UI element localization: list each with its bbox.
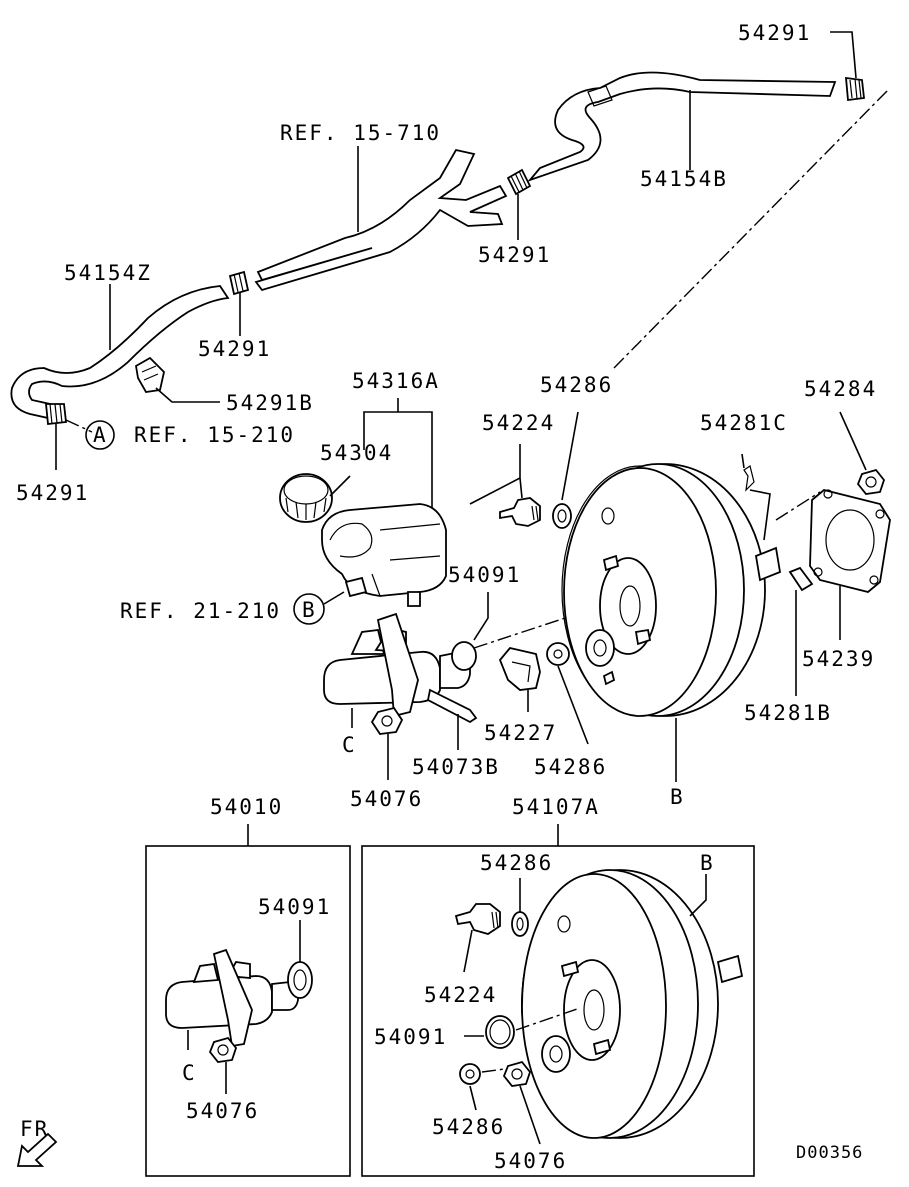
label-letter-b: B [670, 785, 685, 809]
front-arrow-icon [16, 1132, 58, 1167]
label-box2-54286-top: 54286 [480, 851, 553, 875]
hose-54154B [527, 71, 837, 182]
label-54304: 54304 [320, 441, 393, 465]
label-54291-bottomleft: 54291 [16, 481, 89, 505]
box-54107A [361, 845, 755, 1177]
label-box1-54091: 54091 [258, 895, 331, 919]
clamp-54291-mid [506, 168, 532, 196]
clip-54291B [135, 356, 165, 393]
label-ref-21-210: REF. 21-210 [120, 599, 281, 623]
label-box2-54076: 54076 [494, 1149, 567, 1173]
clamp-54291-bottomleft [45, 403, 67, 425]
label-54316A: 54316A [352, 369, 440, 393]
label-box2-letter-b: B [700, 851, 715, 875]
label-54286-top: 54286 [540, 373, 613, 397]
clamp-54291-left [228, 270, 250, 296]
label-54154B: 54154B [640, 167, 728, 191]
nut-54284 [856, 468, 886, 495]
label-54281C: 54281C [700, 411, 788, 435]
label-54224: 54224 [482, 411, 555, 435]
label-54281B: 54281B [744, 701, 832, 725]
label-54154Z: 54154Z [64, 261, 152, 285]
callout-b [293, 593, 325, 625]
label-54239: 54239 [802, 647, 875, 671]
label-54291-left: 54291 [198, 337, 271, 361]
diagram-code: D00356 [796, 1143, 863, 1163]
master-cylinder-upper [323, 612, 477, 718]
callout-a-letter: A [93, 423, 108, 447]
grommet-54286-box2-bottom [459, 1063, 481, 1085]
label-box2-54091: 54091 [374, 1025, 447, 1049]
label-54091: 54091 [448, 563, 521, 587]
master-cylinder-box1 [165, 948, 313, 1048]
label-fr: FR [20, 1117, 49, 1141]
push-rod-54073B [426, 688, 478, 724]
check-valve-54224-box2 [454, 903, 501, 935]
label-ref-15-210: REF. 15-210 [134, 423, 295, 447]
gasket-54239 [809, 489, 891, 593]
hose-54154Z [10, 285, 230, 420]
cap-54304 [279, 473, 333, 523]
label-54284: 54284 [804, 377, 877, 401]
label-box2-54286-bottom: 54286 [432, 1115, 505, 1139]
grommet-54286-top [552, 503, 572, 529]
label-box1-letter-c: C [182, 1061, 197, 1085]
brake-booster-box2 [521, 869, 744, 1139]
grommet-54286-mid [546, 642, 570, 666]
callout-b-letter: B [302, 598, 317, 622]
sensor-54227 [498, 646, 541, 691]
clamp-54291-top [845, 76, 865, 102]
nut-54076-box1 [208, 1036, 238, 1063]
label-ref-15-710: REF. 15-710 [280, 121, 441, 145]
grommet-54286-box2-top [511, 911, 529, 937]
label-54073B: 54073B [412, 755, 500, 779]
label-54076: 54076 [350, 787, 423, 811]
reservoir-54316A [321, 503, 447, 607]
label-54227: 54227 [484, 721, 557, 745]
label-box1-54076: 54076 [186, 1099, 259, 1123]
label-54291-mid: 54291 [478, 243, 551, 267]
label-letter-c: C [342, 733, 357, 757]
label-54010: 54010 [210, 795, 283, 819]
check-valve-54224 [499, 497, 541, 527]
label-54286-mid: 54286 [534, 755, 607, 779]
label-54107A: 54107A [512, 795, 600, 819]
label-54291-top: 54291 [738, 21, 811, 45]
seal-54091-box2 [485, 1015, 515, 1049]
label-box2-54224: 54224 [424, 983, 497, 1007]
box-54010 [145, 845, 351, 1177]
pin-54281B [788, 566, 814, 592]
nut-54076-box2 [502, 1060, 532, 1087]
pipe-ref-15-710 [254, 148, 508, 292]
label-54291B: 54291B [226, 391, 314, 415]
nut-54076-upper [370, 706, 404, 735]
callout-a [85, 420, 115, 450]
brake-booster-upper [561, 463, 782, 717]
pin-54281C [743, 465, 755, 492]
